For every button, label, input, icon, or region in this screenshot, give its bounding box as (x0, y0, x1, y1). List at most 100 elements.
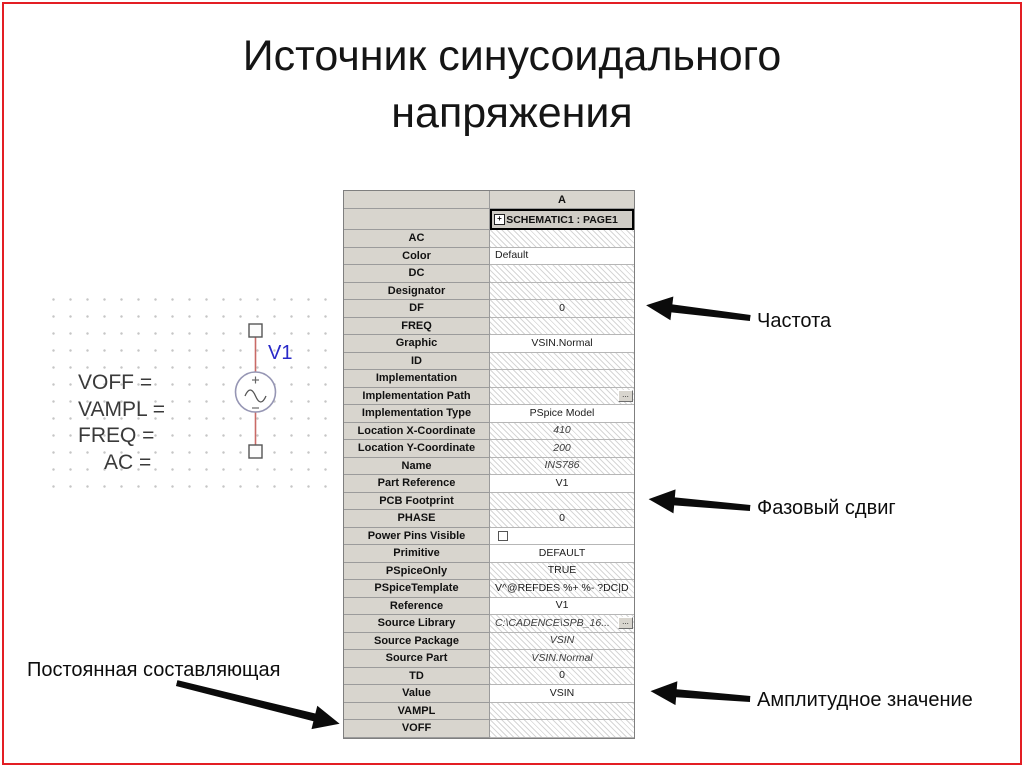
param-voff: VOFF = (78, 371, 153, 394)
property-value-cell[interactable] (490, 317, 634, 335)
table-row: PCB Footprint (344, 492, 634, 510)
property-value-cell[interactable]: VSIN.Normal (490, 650, 634, 668)
property-value-cell[interactable]: INS786 (490, 457, 634, 475)
table-header-row: A (344, 191, 634, 209)
property-label: PCB Footprint (344, 492, 490, 510)
source-circle (234, 371, 277, 413)
property-value-cell[interactable]: V1 (490, 475, 634, 493)
browse-button[interactable]: ... (618, 617, 633, 629)
param-vampl: VAMPL = (78, 397, 165, 421)
property-label: VAMPL (344, 702, 490, 720)
property-label: PHASE (344, 510, 490, 528)
property-label: Color (344, 247, 490, 265)
property-value-cell[interactable]: VSIN (490, 685, 634, 703)
corner-cell (344, 209, 490, 230)
dc-component-annotation: Постоянная составляющая (27, 659, 281, 681)
sine-wave-icon (244, 389, 267, 403)
property-value-cell[interactable] (490, 702, 634, 720)
property-value-cell[interactable] (490, 720, 634, 738)
property-label: Source Package (344, 632, 490, 650)
property-label: DF (344, 300, 490, 318)
sheet-header-row: + SCHEMATIC1 : PAGE1 (344, 209, 634, 230)
amplitude-arrow (649, 676, 751, 719)
property-value-cell[interactable]: PSpice Model (490, 405, 634, 423)
property-value-cell[interactable]: VSIN.Normal (490, 335, 634, 353)
property-value-cell[interactable]: 410 (490, 422, 634, 440)
sheet-header-label: SCHEMATIC1 : PAGE1 (506, 213, 618, 226)
table-row: Power Pins Visible (344, 527, 634, 545)
property-value-cell[interactable]: 200 (490, 440, 634, 458)
bottom-terminal (248, 444, 263, 459)
slide-title: Источник синусоидального напряжения (0, 28, 1024, 142)
property-label: AC (344, 230, 490, 248)
property-label: Primitive (344, 545, 490, 563)
property-label: FREQ (344, 317, 490, 335)
property-value-cell[interactable] (490, 352, 634, 370)
property-value-cell[interactable]: 0 (490, 510, 634, 528)
property-label: TD (344, 667, 490, 685)
property-value-cell[interactable] (490, 230, 634, 248)
property-value-cell[interactable]: V1 (490, 597, 634, 615)
power-pins-visible-checkbox[interactable] (498, 530, 508, 541)
dc-component-arrow (172, 669, 343, 744)
table-row: VOFF (344, 720, 634, 738)
table-row: Implementation Path... (344, 387, 634, 405)
property-label: Source Part (344, 650, 490, 668)
property-value-cell[interactable]: VSIN (490, 632, 634, 650)
property-value-cell[interactable]: C:\CADENCE\SPB_16...... (490, 615, 634, 633)
property-value-cell[interactable] (490, 527, 634, 545)
table-row: DC (344, 265, 634, 283)
property-value-cell[interactable]: ... (490, 387, 634, 405)
vsin-parameter-labels: VOFF = VAMPL = FREQ = AC = (78, 370, 165, 476)
browse-button[interactable]: ... (618, 389, 633, 402)
property-value-cell[interactable]: V^@REFDES %+ %- ?DC|D (490, 580, 634, 598)
column-header-a[interactable]: A (490, 191, 634, 209)
frequency-annotation: Частота (757, 310, 832, 332)
param-ac: AC = (104, 450, 152, 474)
property-value-cell[interactable] (490, 282, 634, 300)
sheet-header-cell[interactable]: + SCHEMATIC1 : PAGE1 (490, 209, 634, 230)
schematic-area: VOFF = VAMPL = FREQ = AC = V1 (40, 286, 340, 492)
table-row: FREQ (344, 317, 634, 335)
property-value-cell[interactable]: 0 (490, 667, 634, 685)
property-value-cell[interactable]: TRUE (490, 562, 634, 580)
top-terminal (248, 323, 263, 338)
property-label: Source Library (344, 615, 490, 633)
property-value-cell[interactable]: Default (490, 247, 634, 265)
frequency-arrow (644, 290, 752, 338)
property-label: Power Pins Visible (344, 527, 490, 545)
property-value-cell[interactable] (490, 492, 634, 510)
property-label: Part Reference (344, 475, 490, 493)
property-label: DC (344, 265, 490, 283)
phase-annotation: Фазовый сдвиг (757, 497, 896, 519)
property-value-cell[interactable]: 0 (490, 300, 634, 318)
property-value-cell[interactable]: DEFAULT (490, 545, 634, 563)
table-row: Designator (344, 282, 634, 300)
table-row: ID (344, 352, 634, 370)
property-label: Implementation Type (344, 405, 490, 423)
property-label: Value (344, 685, 490, 703)
phase-arrow (647, 484, 752, 528)
page-icon: + (494, 214, 505, 225)
property-label: VOFF (344, 720, 490, 738)
property-value-cell[interactable] (490, 265, 634, 283)
property-label: PSpiceOnly (344, 562, 490, 580)
property-value-cell[interactable] (490, 370, 634, 388)
param-freq: FREQ = (78, 424, 155, 447)
property-label: Implementation Path (344, 387, 490, 405)
